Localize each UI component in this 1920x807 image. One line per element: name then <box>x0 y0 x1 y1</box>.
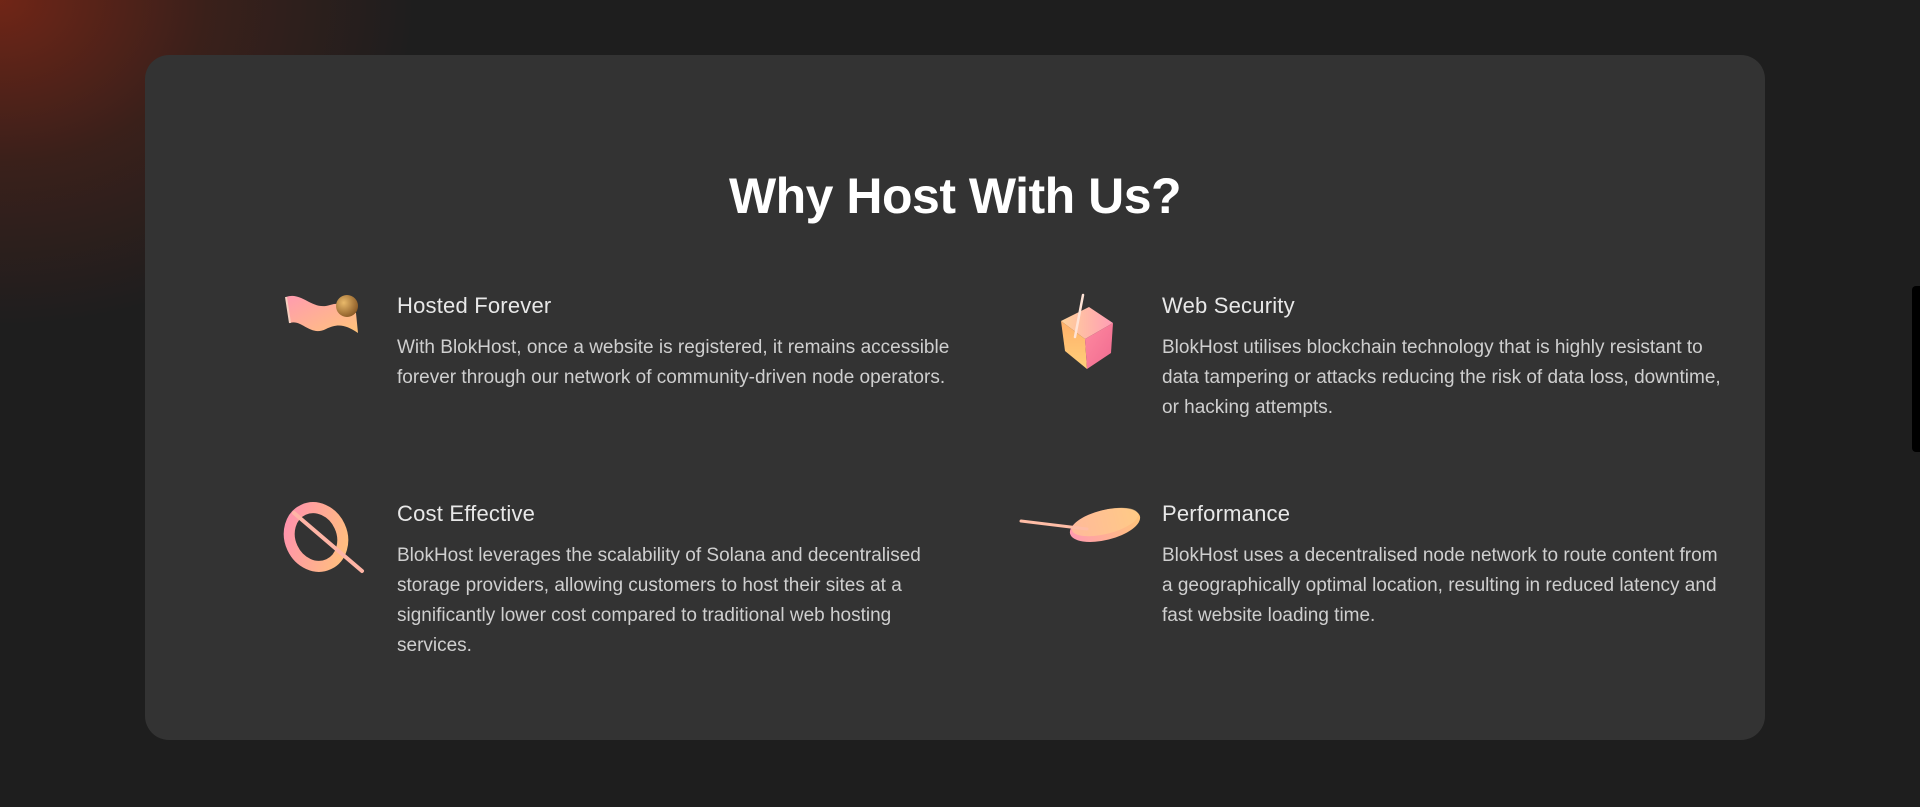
feature-description: BlokHost leverages the scalability of So… <box>397 545 921 656</box>
flag-icon <box>280 293 390 383</box>
disc-icon <box>1017 501 1157 591</box>
feature-description: With BlokHost, once a website is registe… <box>397 337 950 388</box>
why-host-section: Why Host With Us? <box>145 55 1765 740</box>
feature-description: BlokHost utilises blockchain technology … <box>1162 337 1721 418</box>
page-scrollbar[interactable] <box>1912 286 1920 452</box>
cube-icon <box>1045 293 1155 383</box>
feature-title: Web Security <box>1162 293 1295 318</box>
feature-description: BlokHost uses a decentralised node netwo… <box>1162 545 1718 626</box>
section-title: Why Host With Us? <box>728 168 1182 224</box>
feature-title: Performance <box>1162 501 1291 526</box>
feature-title: Hosted Forever <box>397 293 552 318</box>
feature-title: Cost Effective <box>397 501 536 526</box>
no-symbol-ring-icon <box>280 501 390 591</box>
